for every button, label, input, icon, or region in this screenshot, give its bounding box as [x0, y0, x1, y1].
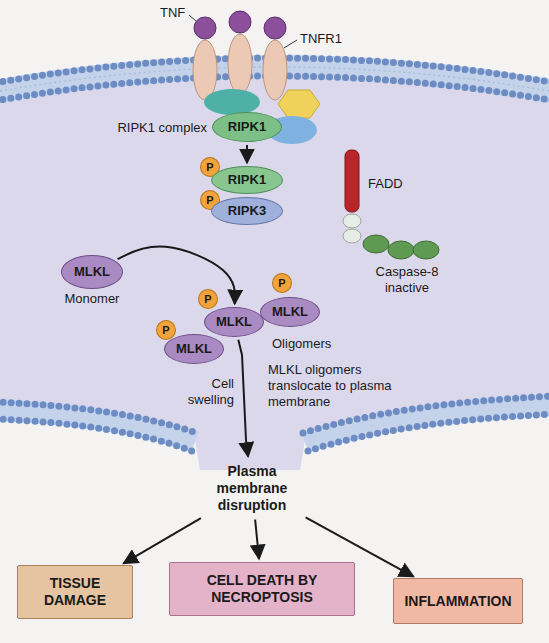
arrow-connector	[246, 145, 248, 163]
node-text-wrap: MLKL	[272, 304, 308, 320]
caspase-domain	[388, 241, 414, 259]
node-text-wrap: MLKL	[176, 341, 212, 357]
node-label: MLKL	[74, 264, 110, 280]
arrow-connector	[255, 519, 259, 559]
tnf-ball	[264, 17, 286, 39]
protein-oval: MLKL	[204, 307, 264, 337]
death-domain	[343, 229, 361, 243]
adaptor-hexagon	[278, 90, 320, 118]
node-label: P	[278, 276, 285, 290]
node-label: RIPK3	[228, 203, 266, 219]
node-label: MLKL	[176, 341, 212, 357]
caspase-domain	[363, 235, 389, 253]
outcome-box: CELL DEATH BY NECROPTOSIS	[169, 562, 355, 616]
part-label: Caspase-8 inactive	[362, 264, 452, 296]
tnf-ball	[229, 11, 251, 33]
node-text-wrap: MLKL	[216, 314, 252, 330]
arrow-connector	[124, 518, 201, 563]
tnf-ball	[194, 17, 216, 39]
node-label: MLKL	[216, 314, 252, 330]
node-text-wrap: P	[278, 276, 285, 290]
node-label: TISSUE DAMAGE	[27, 575, 123, 609]
part-label: Cell swelling	[172, 376, 234, 408]
node-text-wrap: RIPK1	[228, 119, 266, 135]
receptor	[228, 34, 252, 94]
node-text-wrap: CELL DEATH BY NECROPTOSIS	[182, 572, 342, 606]
leader-line	[189, 15, 196, 21]
receptor	[263, 40, 287, 100]
node-text-wrap: RIPK1	[228, 172, 266, 188]
node-label: Plasma membrane disruption	[204, 463, 300, 514]
adaptor-blob	[204, 89, 260, 115]
node-text-wrap: MLKL	[74, 264, 110, 280]
tnf-trimer	[194, 11, 286, 39]
node-label: RIPK1	[228, 172, 266, 188]
node-text-wrap: INFLAMMATION	[404, 593, 511, 610]
arrow-connector	[238, 340, 248, 457]
protein-oval: MLKL	[260, 297, 320, 327]
node-caption: RIPK1 complex	[117, 120, 207, 135]
ligand-label: TNFR1	[300, 31, 360, 47]
fadd-caspase8	[343, 150, 439, 259]
receptor	[193, 40, 217, 100]
protein-oval: RIPK3	[211, 197, 283, 225]
ripk1-complex-parts	[204, 89, 320, 144]
phosphate-circle: P	[198, 289, 218, 309]
node-label: P	[162, 323, 169, 337]
fadd-rod	[345, 150, 359, 212]
lipid-heads	[308, 414, 549, 451]
death-domain	[343, 214, 361, 228]
node-text-wrap: TISSUE DAMAGE	[27, 575, 123, 609]
node-text-wrap: RIPK3	[228, 203, 266, 219]
part-label: Oligomers	[272, 336, 362, 352]
node-caption: Monomer	[65, 291, 120, 306]
protein-oval: RIPK1	[211, 166, 283, 194]
part-label: FADD	[368, 176, 428, 192]
outcome-text: Plasma membrane disruption	[201, 460, 303, 517]
node-text-wrap: P	[206, 160, 213, 174]
lipid-heads	[0, 419, 192, 451]
node-label: CELL DEATH BY NECROPTOSIS	[182, 572, 342, 606]
caspase-domain	[413, 241, 439, 259]
protein-oval: RIPK1RIPK1 complex	[212, 112, 282, 142]
protein-oval: MLKLMonomer	[61, 255, 123, 289]
node-text-wrap: P	[204, 292, 211, 306]
leader-line	[284, 40, 297, 48]
node-label: INFLAMMATION	[404, 593, 511, 610]
node-text-wrap: Plasma membrane disruption	[204, 463, 300, 514]
node-text-wrap: P	[162, 323, 169, 337]
protein-oval: MLKL	[164, 334, 224, 364]
node-label: P	[206, 160, 213, 174]
outcome-box: TISSUE DAMAGE	[17, 565, 133, 619]
node-label: P	[204, 292, 211, 306]
outcome-box: INFLAMMATION	[393, 578, 523, 624]
phosphate-circle: P	[272, 273, 292, 293]
edge-label: MLKL oligomers translocate to plasma mem…	[268, 362, 418, 410]
node-label: MLKL	[272, 304, 308, 320]
node-label: RIPK1	[228, 119, 266, 135]
ligand-label: TNF	[160, 5, 200, 21]
